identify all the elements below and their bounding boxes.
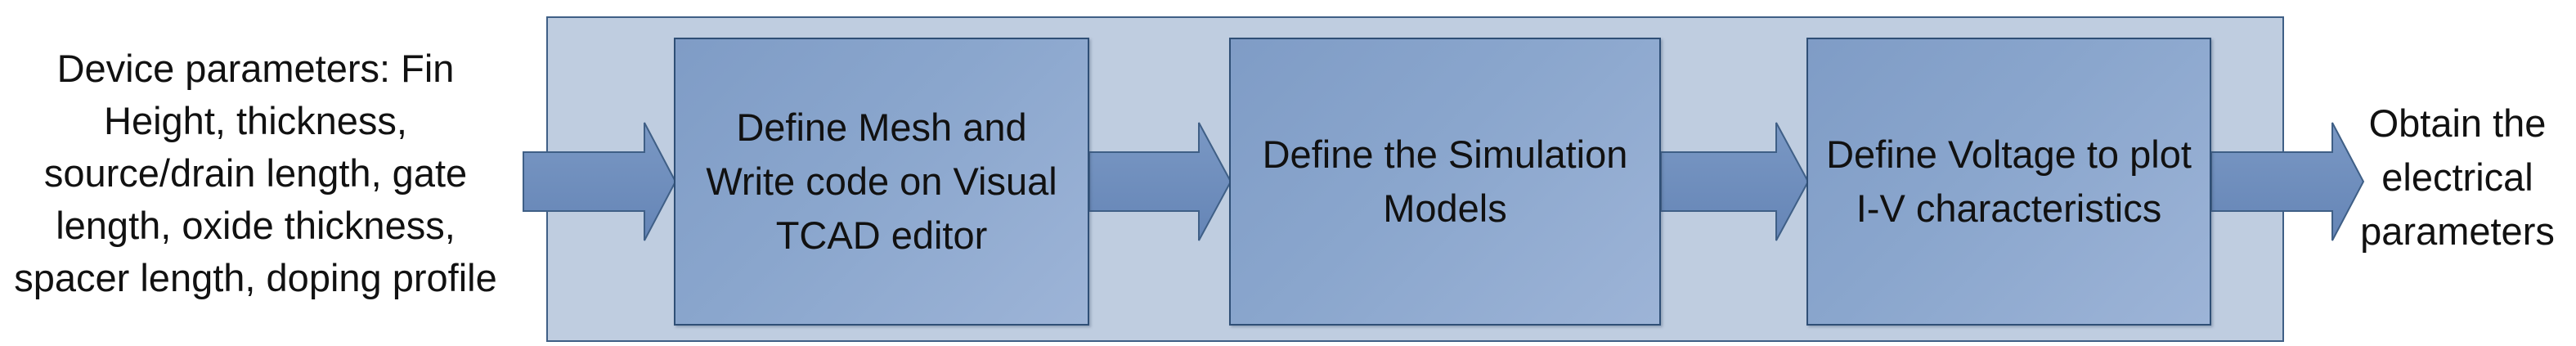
- arrow-input-to-step1: [523, 122, 677, 241]
- step-define-voltage-label: Define Voltage to plot I-V characteristi…: [1826, 133, 2192, 230]
- step-simulation-models-label: Define the Simulation Models: [1262, 133, 1628, 230]
- step-define-voltage: Define Voltage to plot I-V characteristi…: [1806, 38, 2211, 326]
- arrow-step1-to-step2: [1088, 122, 1232, 241]
- arrow-step2-to-step3: [1660, 122, 1810, 241]
- step-define-mesh: Define Mesh and Write code on Visual TCA…: [674, 38, 1089, 326]
- input-parameters-text: Device parameters: Fin Height, thickness…: [14, 47, 497, 299]
- arrow-step3-to-output: [2210, 122, 2365, 241]
- step-define-mesh-label: Define Mesh and Write code on Visual TCA…: [706, 106, 1057, 257]
- output-text: Obtain the electrical parameters: [2360, 101, 2555, 253]
- step-simulation-models: Define the Simulation Models: [1229, 38, 1661, 326]
